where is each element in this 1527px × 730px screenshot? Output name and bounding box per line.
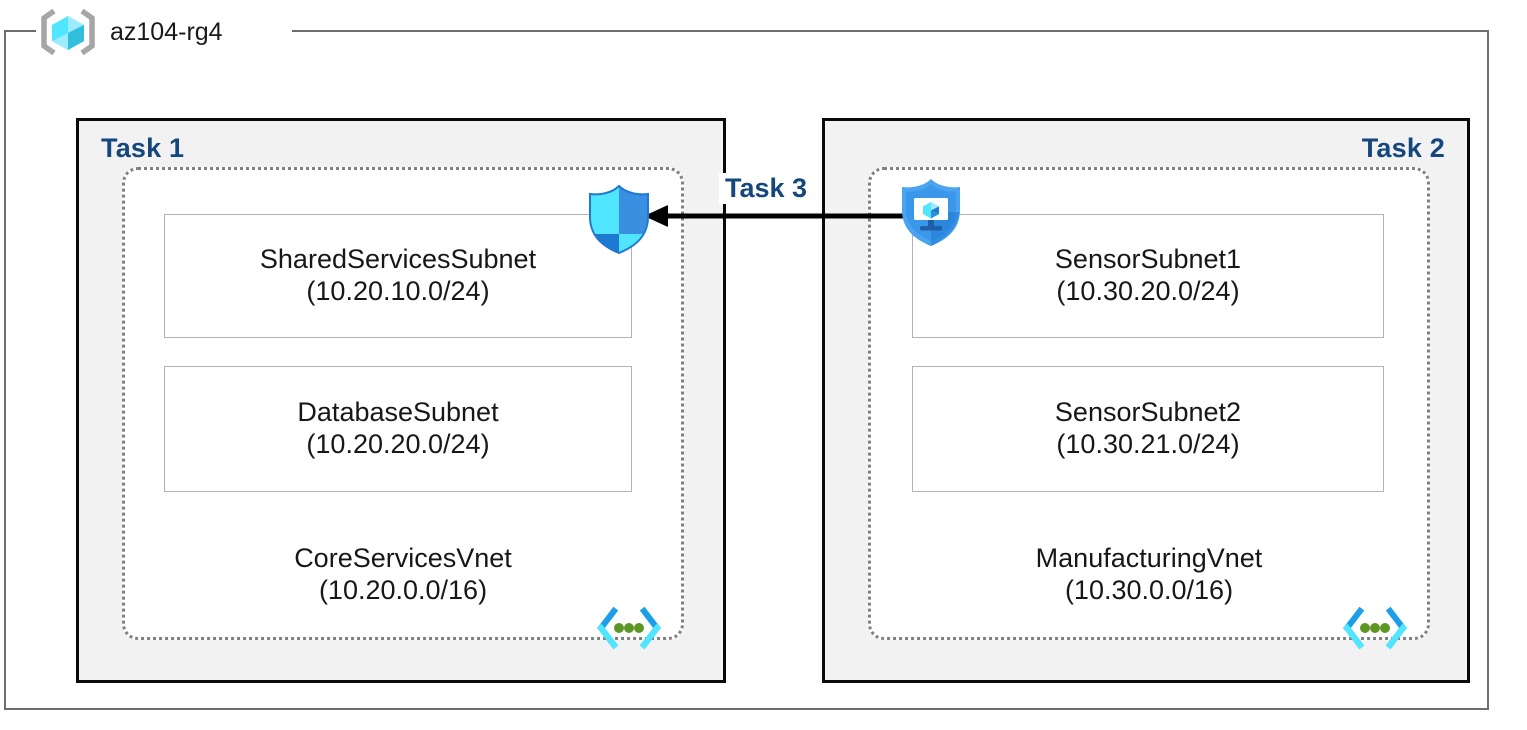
vnet-peering-arrow xyxy=(640,200,912,232)
manufacturingvnet-caption: ManufacturingVnet (10.30.0.0/16) xyxy=(868,543,1430,607)
resource-group-boundary xyxy=(4,30,1489,710)
subnet-name: DatabaseSubnet xyxy=(297,397,499,428)
vnet-name: CoreServicesVnet xyxy=(294,543,512,573)
coreservicesvnet-caption: CoreServicesVnet (10.20.0.0/16) xyxy=(122,543,684,607)
task-3-label: Task 3 xyxy=(719,173,814,204)
virtual-network-icon xyxy=(596,606,662,650)
subnet-name: SharedServicesSubnet xyxy=(259,244,537,275)
subnet-sensorsubnet1: SensorSubnet1 (10.30.20.0/24) xyxy=(912,214,1384,338)
subnet-cidr: (10.30.21.0/24) xyxy=(1056,429,1240,459)
subnet-name: SensorSubnet2 xyxy=(1054,397,1242,428)
firewall-shield-icon xyxy=(584,183,654,255)
vnet-cidr: (10.20.0.0/16) xyxy=(318,574,488,605)
resource-group-name: az104-rg4 xyxy=(110,17,223,46)
subnet-cidr: (10.20.10.0/24) xyxy=(306,276,490,306)
subnet-name: SensorSubnet1 xyxy=(1054,244,1242,275)
vnet-cidr: (10.30.0.0/16) xyxy=(1064,574,1234,605)
subnet-sensorsubnet2: SensorSubnet2 (10.30.21.0/24) xyxy=(912,366,1384,492)
resource-group-cube-icon xyxy=(40,8,96,56)
resource-group-header: az104-rg4 xyxy=(40,8,223,56)
task-2-label: Task 2 xyxy=(1361,133,1445,163)
subnet-cidr: (10.30.20.0/24) xyxy=(1056,276,1240,306)
subnet-cidr: (10.20.20.0/24) xyxy=(306,429,490,459)
subnet-sharedservicessubnet: SharedServicesSubnet (10.20.10.0/24) xyxy=(164,214,632,338)
task-1-label: Task 1 xyxy=(101,133,185,163)
subnet-databasesubnet: DatabaseSubnet (10.20.20.0/24) xyxy=(164,366,632,492)
vnet-name: ManufacturingVnet xyxy=(1035,543,1263,573)
virtual-network-icon xyxy=(1342,606,1408,650)
bastion-shield-monitor-icon xyxy=(896,176,966,248)
